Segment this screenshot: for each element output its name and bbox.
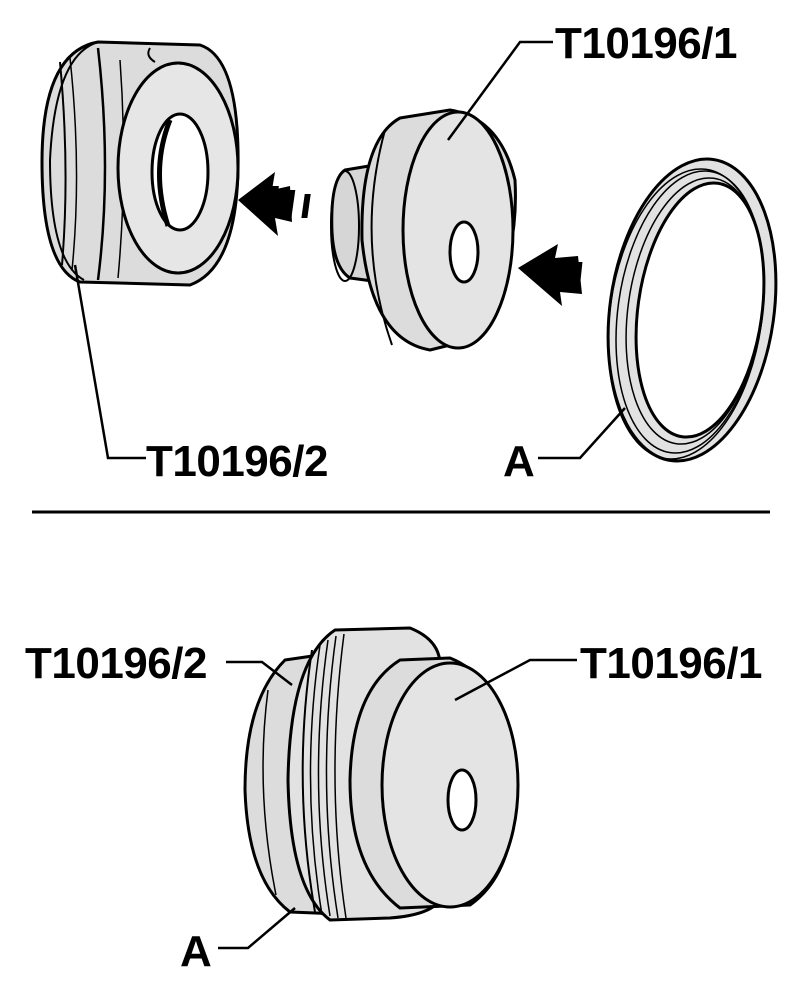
leader-lines-bottom (218, 658, 577, 950)
leader-lines-top (73, 40, 626, 460)
label-bottom-t10196-2: T10196/2 (25, 639, 207, 688)
label-top-a: A (503, 437, 535, 486)
assembly-arrow-right (518, 244, 583, 306)
label-bottom-t10196-1: T10196/1 (580, 639, 762, 688)
assembled-tool (243, 626, 520, 922)
part-a-seal-exploded (606, 157, 778, 463)
label-top-t10196-2: T10196/2 (146, 437, 328, 486)
assembly-arrow-left (238, 172, 311, 236)
label-bottom-a: A (180, 927, 212, 976)
part-t10196-1-exploded (330, 108, 517, 352)
label-top-t10196-1: T10196/1 (555, 19, 737, 68)
part-t10196-2-exploded (40, 40, 240, 287)
